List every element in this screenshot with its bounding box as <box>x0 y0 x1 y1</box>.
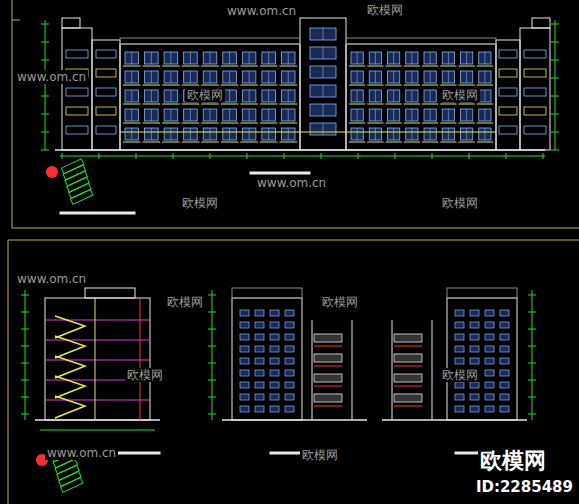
watermark: 欧模网 <box>180 196 220 210</box>
watermark: 欧模网 <box>320 295 360 309</box>
watermark: 欧模网 <box>185 88 225 102</box>
watermark: 欧模网 <box>440 368 480 382</box>
watermark: www.om.cn <box>15 70 88 84</box>
sheet-frame <box>8 0 579 504</box>
watermark: 欧模网 <box>478 448 548 474</box>
north-arrow <box>46 159 93 205</box>
watermark: 欧模网 <box>365 3 405 17</box>
side-elevation <box>382 288 536 420</box>
watermark: 欧模网 <box>440 196 480 210</box>
watermark: 欧模网 <box>165 295 205 309</box>
watermark: www.om.cn <box>45 446 118 460</box>
watermark: 欧模网 <box>300 448 340 462</box>
watermark: 欧模网 <box>125 368 165 382</box>
side-elevation <box>208 288 367 420</box>
watermark: www.om.cn <box>15 272 88 286</box>
front-elevation <box>41 18 559 214</box>
watermark: 欧模网 <box>440 88 480 102</box>
watermark: www.om.cn <box>225 4 298 18</box>
watermark: ID:2285489 <box>474 478 575 496</box>
watermark: www.om.cn <box>255 176 328 190</box>
